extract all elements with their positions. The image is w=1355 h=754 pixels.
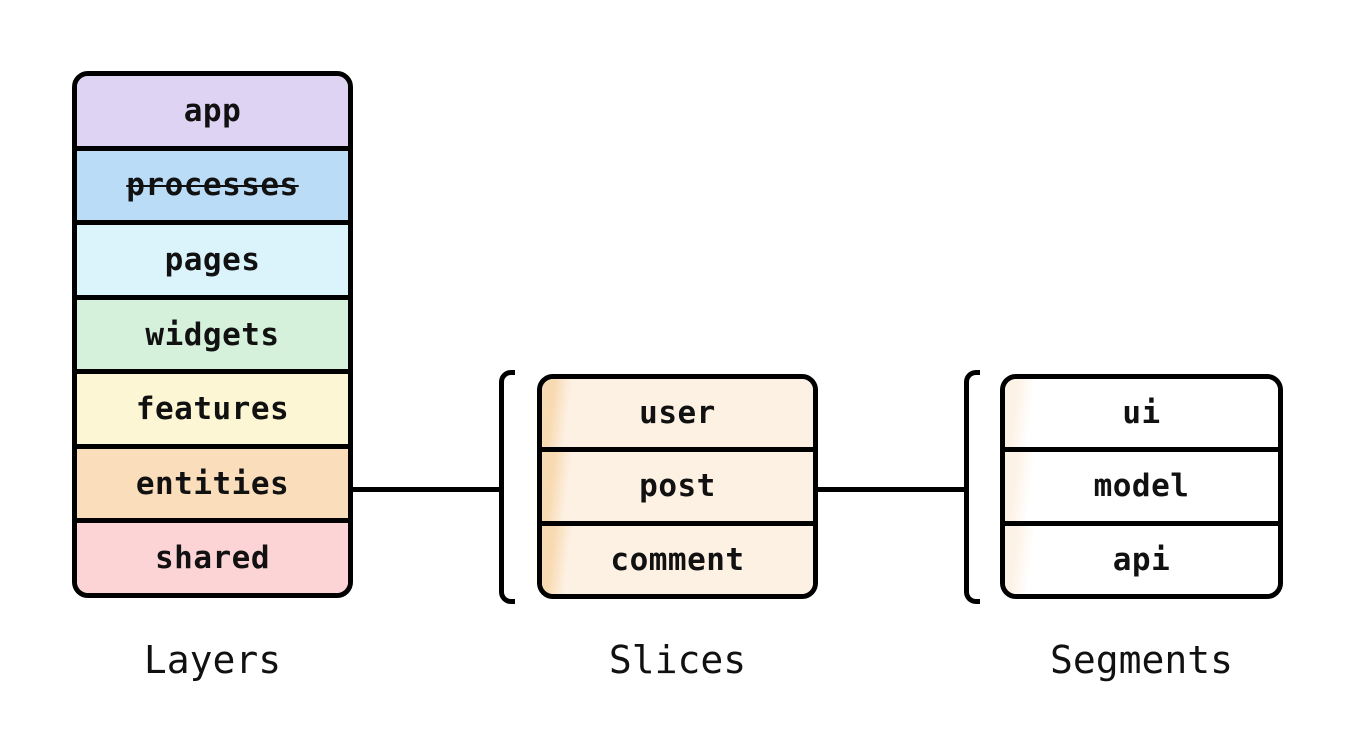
segments-block: ui model api xyxy=(1000,374,1283,599)
slices-block: user post comment xyxy=(537,374,818,599)
layer-label-processes: processes xyxy=(126,167,299,204)
layer-label-pages: pages xyxy=(164,241,261,278)
layer-row-features: features xyxy=(77,369,348,444)
segments-group-bracket xyxy=(964,370,980,604)
segment-label-api: api xyxy=(1112,541,1171,578)
layers-block: app processes pages widgets features ent… xyxy=(72,71,353,598)
segments-caption: Segments xyxy=(1049,638,1234,682)
connector-layers-to-slices xyxy=(353,487,501,492)
slice-label-user: user xyxy=(639,395,716,432)
segment-row-model: model xyxy=(1005,447,1278,521)
layer-row-shared: shared xyxy=(77,518,348,593)
layer-label-app: app xyxy=(183,92,242,129)
connector-slices-to-segments xyxy=(818,487,966,492)
layer-label-features: features xyxy=(135,391,290,428)
layer-label-shared: shared xyxy=(155,540,270,577)
slices-caption: Slices xyxy=(608,638,747,682)
segment-label-ui: ui xyxy=(1122,395,1161,432)
slice-row-post: post xyxy=(542,447,813,521)
slices-group-bracket xyxy=(499,370,515,604)
layer-row-widgets: widgets xyxy=(77,294,348,370)
layer-row-processes: processes xyxy=(77,145,348,221)
slice-row-user: user xyxy=(542,379,813,448)
layers-caption: Layers xyxy=(143,638,282,682)
layer-row-pages: pages xyxy=(77,220,348,295)
layer-row-entities: entities xyxy=(77,443,348,519)
layer-label-entities: entities xyxy=(135,465,290,502)
slice-row-comment: comment xyxy=(542,520,813,594)
slice-label-comment: comment xyxy=(610,541,745,578)
segment-row-api: api xyxy=(1005,520,1278,594)
layer-label-widgets: widgets xyxy=(145,316,280,353)
segment-row-ui: ui xyxy=(1005,379,1278,448)
layer-row-app: app xyxy=(77,76,348,146)
segment-label-model: model xyxy=(1093,468,1190,505)
slice-label-post: post xyxy=(639,468,716,505)
